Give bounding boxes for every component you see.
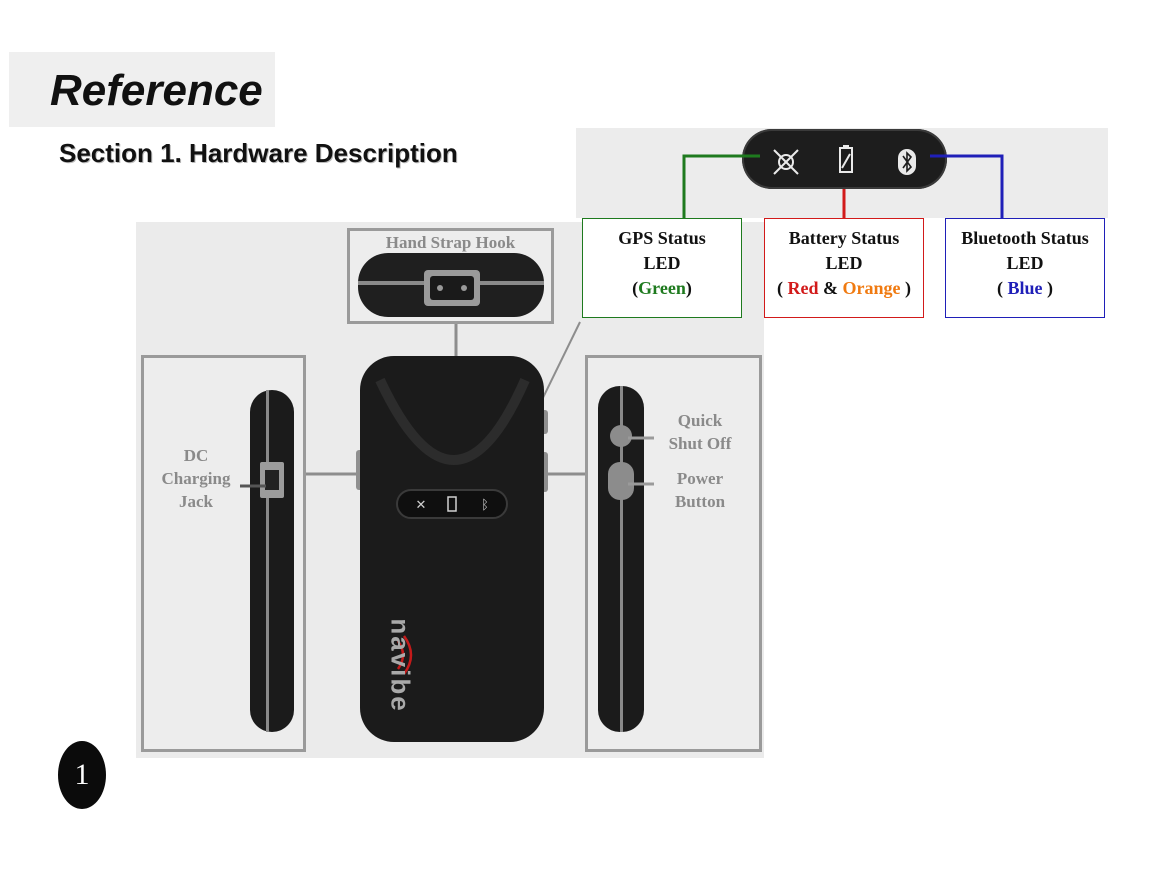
svg-text:✕: ✕	[416, 497, 427, 512]
bluetooth-status-led-box: Bluetooth Status LED ( Blue )	[945, 218, 1105, 318]
quick-shut-off-label: Quick Shut Off	[668, 411, 732, 453]
battery-status-title: Battery Status	[788, 228, 900, 248]
battery-color-orange: Orange	[842, 278, 901, 298]
bluetooth-status-led: LED	[1006, 253, 1044, 273]
bluetooth-color-name: Blue	[1007, 278, 1043, 298]
gps-device-left-side	[240, 390, 294, 732]
reference-banner	[9, 52, 275, 127]
battery-icon	[839, 145, 853, 173]
battery-status-led-box: Battery Status LED ( Red & Orange )	[764, 218, 924, 318]
page-number-badge: 1	[58, 741, 106, 809]
hand-strap-hook-label: Hand Strap Hook	[385, 233, 516, 252]
bluetooth-icon	[898, 149, 916, 175]
gps-status-led-box: GPS Status LED (Green)	[582, 218, 742, 318]
gps-status-title: GPS Status	[618, 228, 706, 248]
dc-charging-jack-label: DC Charging Jack	[161, 446, 231, 511]
bluetooth-status-title: Bluetooth Status	[961, 228, 1089, 248]
hand-strap-hook-device	[358, 253, 544, 317]
battery-color-red: Red	[787, 278, 819, 298]
gps-status-color: (Green)	[632, 278, 692, 298]
battery-status-led: LED	[825, 253, 863, 273]
gps-status-led: LED	[643, 253, 681, 273]
section-title: Section 1. Hardware Description	[59, 138, 458, 168]
gps-color-name: Green	[638, 278, 686, 298]
gps-device-right-side	[598, 386, 654, 732]
battery-status-color: ( Red & Orange )	[777, 278, 911, 298]
page-title: Reference	[50, 66, 263, 115]
power-button-label: Power Button	[674, 469, 726, 511]
gps-device-front: ✕ ᛒ	[356, 356, 548, 742]
gps-satellite-icon	[773, 149, 799, 175]
bluetooth-status-color: ( Blue )	[996, 278, 1053, 298]
svg-text:ᛒ: ᛒ	[481, 497, 489, 512]
